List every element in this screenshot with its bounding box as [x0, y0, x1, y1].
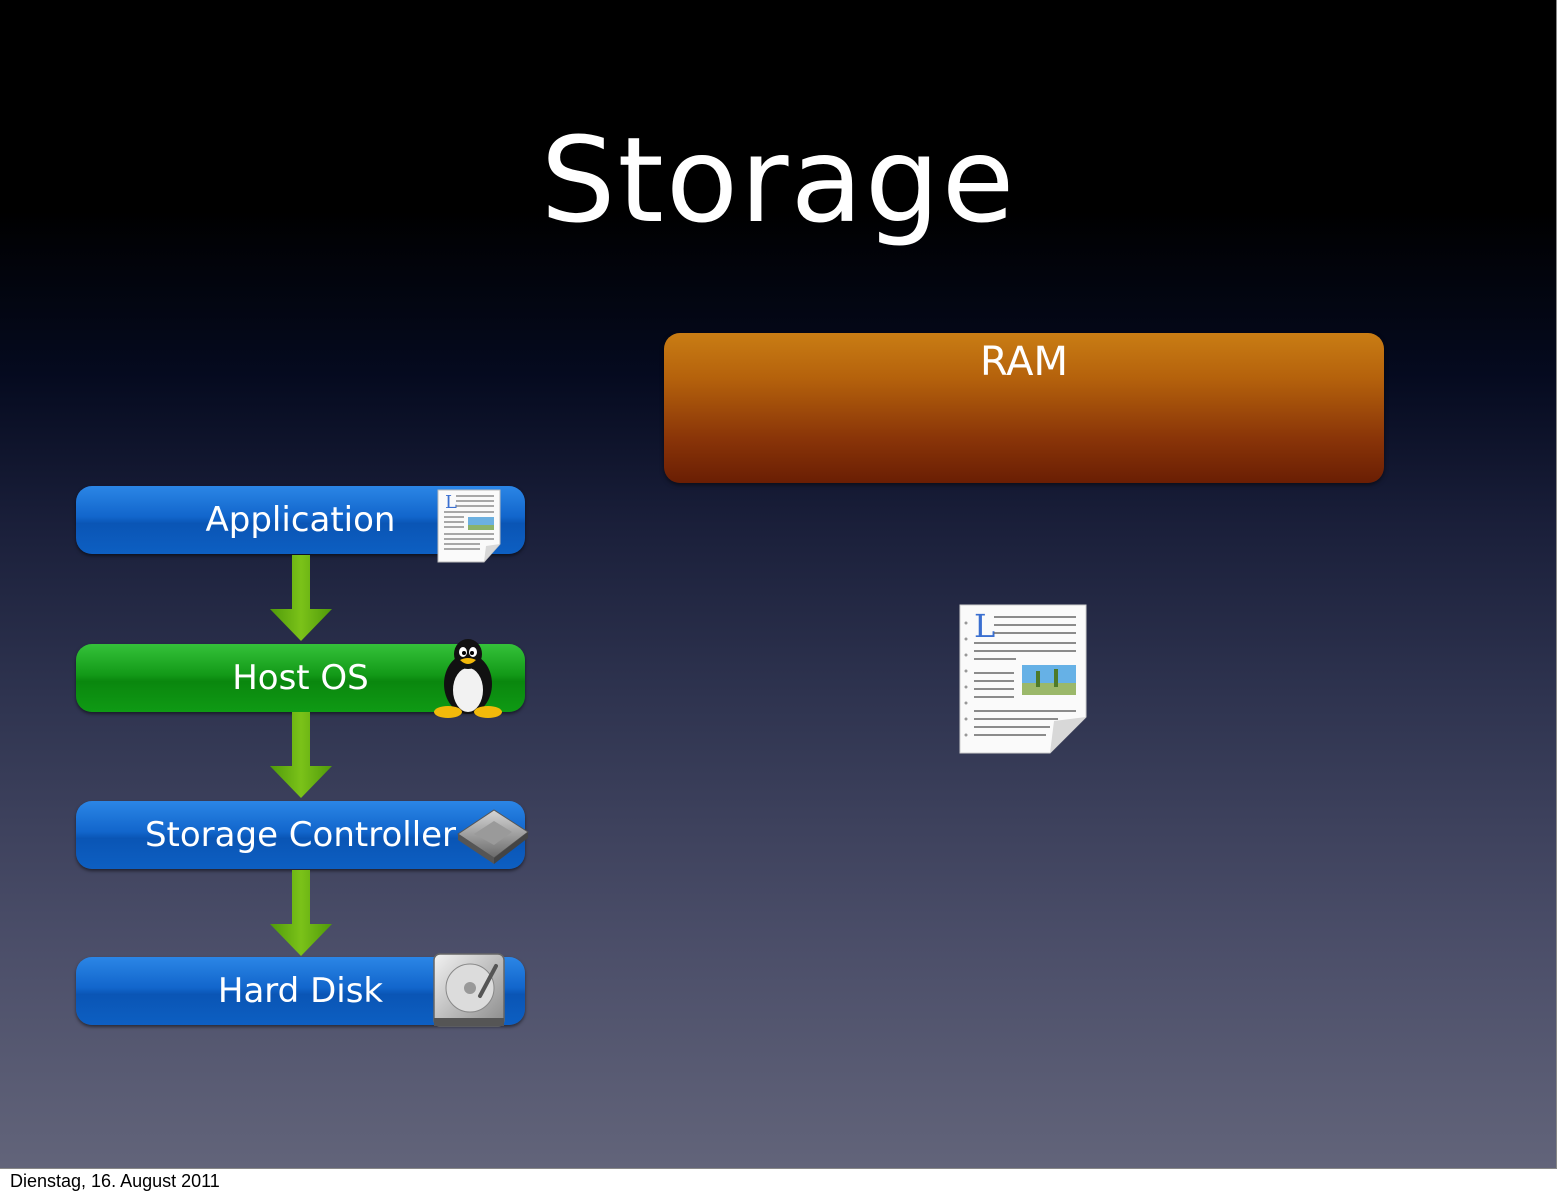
application-label: Application	[205, 500, 396, 540]
hard-disk-label: Hard Disk	[217, 971, 384, 1011]
document-icon: L	[437, 489, 501, 563]
footer-date: Dienstag, 16. August 2011	[10, 1171, 220, 1191]
slide-title: Storage	[540, 111, 1017, 249]
svg-text:L: L	[445, 492, 457, 513]
document-icon: L	[959, 604, 1087, 754]
ram-box: RAM	[664, 333, 1384, 483]
storage-controller-box: Storage Controller	[76, 801, 525, 869]
chip-icon	[457, 809, 529, 864]
svg-text:L: L	[974, 607, 995, 645]
penguin-icon	[434, 639, 502, 718]
slide: Storage RAM Application L Host OS	[0, 0, 1557, 1169]
storage-controller-label: Storage Controller	[144, 815, 457, 855]
hard-disk-icon	[433, 953, 505, 1027]
arrow-down-icon	[270, 555, 332, 641]
ram-label: RAM	[979, 339, 1069, 385]
arrow-down-icon	[270, 870, 332, 956]
arrow-down-icon	[270, 712, 332, 798]
host-os-label: Host OS	[232, 658, 369, 698]
